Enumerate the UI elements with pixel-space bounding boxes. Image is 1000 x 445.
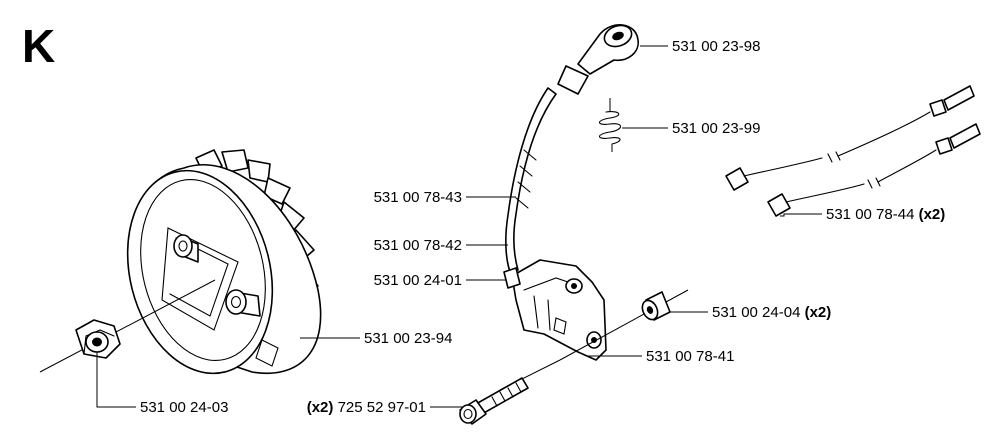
label-ht-lead: 531 00 78-43: [374, 189, 462, 206]
label-screw: (x2) 725 52 97-01: [307, 399, 426, 416]
label-spring: 531 00 23-99: [672, 120, 760, 137]
label-flywheel: 531 00 23-94: [364, 330, 452, 347]
spring-drawing: [598, 98, 622, 152]
label-coil-clip: 531 00 24-01: [374, 272, 462, 289]
qty-screw: (x2): [307, 399, 334, 416]
flywheel-drawing: [39, 149, 322, 375]
label-bushing: 531 00 24-04 (x2): [712, 304, 831, 321]
bushing-drawing: [559, 289, 689, 361]
label-nut: 531 00 24-03: [140, 399, 228, 416]
label-lead-sleeve: 531 00 78-42: [374, 237, 462, 254]
ignition-module-drawing: [503, 259, 607, 361]
ignition-cables-drawing: [725, 85, 981, 217]
label-ignition-cables: 531 00 78-44 (x2): [826, 206, 945, 223]
qty-bushing: (x2): [805, 304, 832, 321]
qty-ignition-cables: (x2): [919, 206, 946, 223]
ht-lead-drawing: [505, 87, 557, 273]
ignition-cap-drawing: [557, 24, 639, 95]
label-ignition-module: 531 00 78-41: [646, 348, 734, 365]
label-ignition-cap: 531 00 23-98: [672, 38, 760, 55]
leader-lines: [96, 45, 822, 408]
nut-drawing: [75, 319, 121, 359]
screw-drawing: [459, 359, 561, 425]
section-letter: K: [22, 20, 55, 72]
